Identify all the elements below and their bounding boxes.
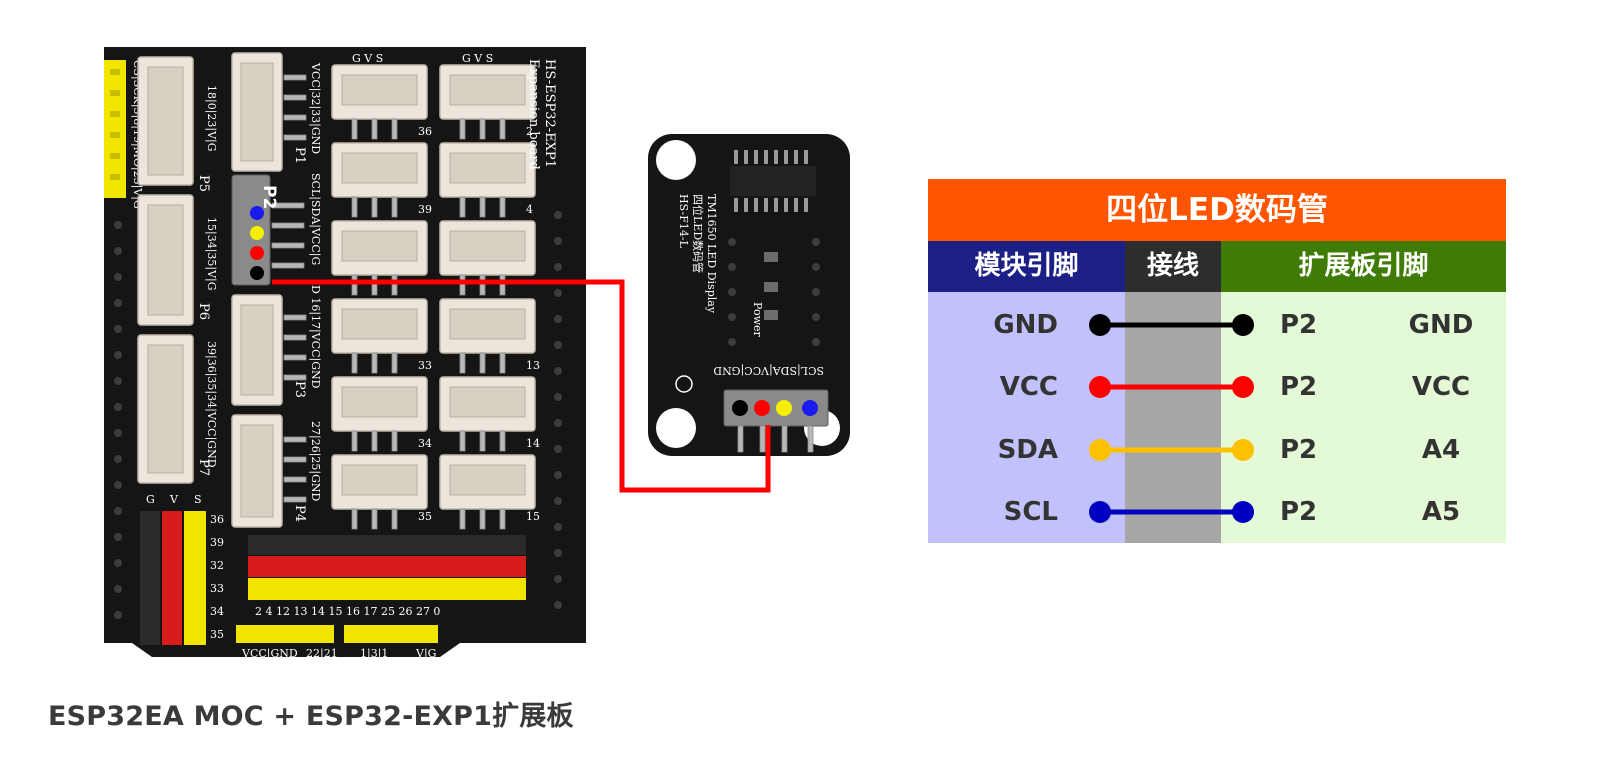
header-module-pin: 模块引脚 <box>928 241 1125 292</box>
module-pin-cell: SDA <box>997 435 1058 465</box>
pin-num-36: 36 <box>418 125 432 138</box>
signal-cell: GND <box>1408 310 1474 340</box>
pin-num-34: 34 <box>418 437 432 450</box>
caption: ESP32EA MOC + ESP32-EXP1扩展板 <box>48 701 574 732</box>
p6-label: 15|34|35|V|G <box>204 217 218 291</box>
module-pin-cell: SCL <box>1003 497 1058 527</box>
mount-hole-icon <box>656 140 696 180</box>
bottom-left-header <box>140 511 206 645</box>
p5-label: 18|0|23|V|G <box>204 85 218 152</box>
left-gvs-v: V <box>169 493 179 506</box>
pin-num-33: 33 <box>418 359 432 372</box>
module-pin-cell: VCC <box>999 372 1058 402</box>
table-row: GND P2 GND <box>928 294 1506 356</box>
connector-p1 <box>231 52 307 172</box>
p1-label: VCC|32|33|GND <box>308 62 322 154</box>
left-pin-holes <box>114 221 122 619</box>
bl-num-34: 34 <box>210 605 224 618</box>
wiring-table: 四位LED数码管 模块引脚 接线 扩展板引脚 GND P2 GND VCC P2… <box>928 179 1506 543</box>
wire-line-blue <box>1089 501 1254 523</box>
bl-num-36: 36 <box>210 513 224 526</box>
header-wiring: 接线 <box>1125 241 1221 292</box>
connector-p2 <box>231 174 305 286</box>
tm1650-chip <box>730 150 816 212</box>
pin-num-35: 35 <box>418 510 432 523</box>
p6-name: P6 <box>196 303 211 320</box>
p2-name: P2 <box>259 185 279 209</box>
pin-num-14: 14 <box>526 437 540 450</box>
bl-num-33: 33 <box>210 582 224 595</box>
module-column <box>928 292 1125 543</box>
board-subtitle: Expansion board <box>526 59 541 170</box>
port-cell: P2 <box>1280 497 1318 527</box>
bl-num-35: 35 <box>210 628 224 641</box>
mount-hole-icon <box>656 408 696 448</box>
header-board-pin: 扩展板引脚 <box>1221 241 1506 292</box>
port-cell: P2 <box>1280 310 1318 340</box>
wire-line-yellow <box>1089 439 1254 461</box>
smd-components <box>764 252 778 320</box>
led-display-module: TM1650 LED Display 四位LED数码管 HS-F14-L Pow… <box>648 134 850 456</box>
connector-p4 <box>231 414 307 528</box>
table-row: SCL P2 A5 <box>928 481 1506 543</box>
wiring-column <box>1125 292 1221 543</box>
connector-p7 <box>137 334 194 484</box>
bottom-header-left: VCC|GND <box>241 647 298 660</box>
module-chip-label: TM1650 LED Display <box>705 194 718 314</box>
p3-label: D 16|17|VCC|GND <box>308 285 322 389</box>
pin-num-2: 2 <box>526 125 533 138</box>
p4-name: P4 <box>292 505 307 522</box>
module-cn-name: 四位LED数码管 <box>691 194 705 273</box>
p4-label: 27|26|25|GND <box>308 421 322 502</box>
signal-cell: VCC <box>1411 372 1471 402</box>
p7-label: 39|36|35|34|VCC|GND <box>204 341 218 468</box>
module-pins-label: SCL|SDA|VCC|GND <box>713 363 824 377</box>
expansion-board: CS|SCK|3|8|19|MO|23|V|G 18|0|23|V|G P5 1… <box>104 47 586 660</box>
connector-p6 <box>137 194 194 326</box>
port-cell: P2 <box>1280 435 1318 465</box>
wire-line-black <box>1089 314 1254 336</box>
p1-name: P1 <box>292 147 307 164</box>
wire-line-red <box>1089 376 1254 398</box>
bottom-header-far: V|G <box>415 647 436 660</box>
board-column <box>1221 292 1506 543</box>
bottom-header-mid: 22|21 <box>306 647 338 660</box>
pin-num-39: 39 <box>418 203 432 216</box>
module-model: HS-F14-L <box>677 194 690 249</box>
left-gvs-s: S <box>194 493 202 506</box>
module-pin-cell: GND <box>993 310 1058 340</box>
pin-num-15: 15 <box>526 510 540 523</box>
p5-name: P5 <box>196 175 211 192</box>
p3-name: P3 <box>292 381 307 398</box>
table-row: SDA P2 A4 <box>928 419 1506 481</box>
bl-num-39: 39 <box>210 536 224 549</box>
bottom-row-numbers: 2 4 12 13 14 15 16 17 25 26 27 0 <box>255 605 440 618</box>
board-name: HS-ESP32-EXP1 <box>542 59 557 168</box>
left-gvs-g: G <box>146 493 155 506</box>
table-title: 四位LED数码管 <box>928 179 1506 241</box>
connector-p5 <box>137 56 194 186</box>
bottom-long-header <box>248 535 526 600</box>
p7-name: P7 <box>196 459 211 476</box>
bottom-header-right: 1|3|1 <box>360 647 388 660</box>
table-row: VCC P2 VCC <box>928 356 1506 418</box>
bl-num-32: 32 <box>210 559 224 572</box>
pin-num-13: 13 <box>526 359 540 372</box>
gvs-header-left: G V S <box>352 52 383 65</box>
left-yellow-header <box>104 60 126 198</box>
pin-num-4: 4 <box>526 203 533 216</box>
module-power-label: Power <box>751 302 764 338</box>
bottom-small-headers <box>236 625 438 643</box>
signal-cell: A5 <box>1421 497 1461 527</box>
port-cell: P2 <box>1280 372 1318 402</box>
signal-cell: A4 <box>1421 435 1461 465</box>
p2-label: SCL|SDA|VCC|G <box>308 173 322 265</box>
gvs-header-right: G V S <box>462 52 493 65</box>
